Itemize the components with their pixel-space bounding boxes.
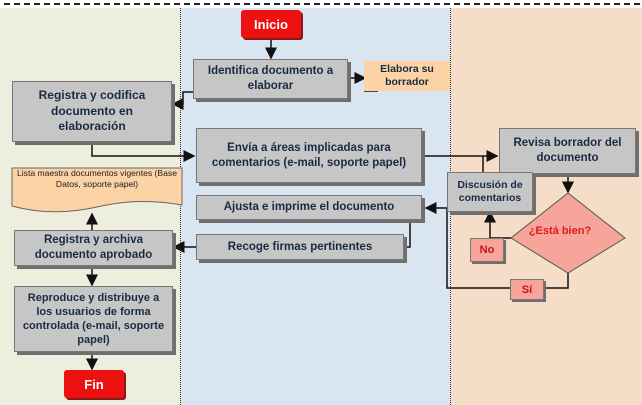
arrow-registra-envia	[91, 142, 196, 162]
arrow-identifica-registra	[171, 91, 195, 110]
step-identifica: Identifica documento a elaborar	[193, 59, 348, 99]
start-terminal: Inicio	[241, 10, 301, 38]
decision-question: ¿Está bien?	[528, 225, 592, 237]
step-recoge-firmas: Recoge firmas pertinentes	[196, 234, 404, 260]
lane-divider	[180, 8, 181, 405]
lista-maestra-label: Lista maestra documentos vigentes (Base …	[16, 168, 178, 189]
decision-no-label: No	[470, 238, 504, 262]
document-shape	[11, 167, 183, 213]
step-envia-areas: Envía a áreas implicadas para comentario…	[196, 128, 422, 183]
arrow-decision-ajusta	[424, 202, 569, 289]
step-registra-archiva: Registra y archiva documento aprobado	[14, 230, 173, 266]
step-elabora-borrador: Elabora su borrador	[364, 61, 450, 91]
step-registra-codifica: Registra y codifica documento en elabora…	[12, 81, 172, 142]
end-terminal: Fin	[64, 370, 124, 398]
decision-diamond	[510, 192, 626, 274]
arrow-ajusta-recoge	[404, 220, 411, 248]
step-discusion: Discusión de comentarios	[447, 172, 533, 212]
top-rule	[4, 3, 640, 5]
decision-yes-label: Sí	[510, 279, 544, 300]
arrow-decision-discusion	[484, 210, 511, 239]
step-reproduce-distribuye: Reproduce y distribuye a los usuarios de…	[14, 286, 173, 352]
step-revisa-borrador: Revisa borrador del documento	[499, 128, 636, 174]
step-ajusta-imprime: Ajusta e imprime el documento	[196, 195, 422, 220]
